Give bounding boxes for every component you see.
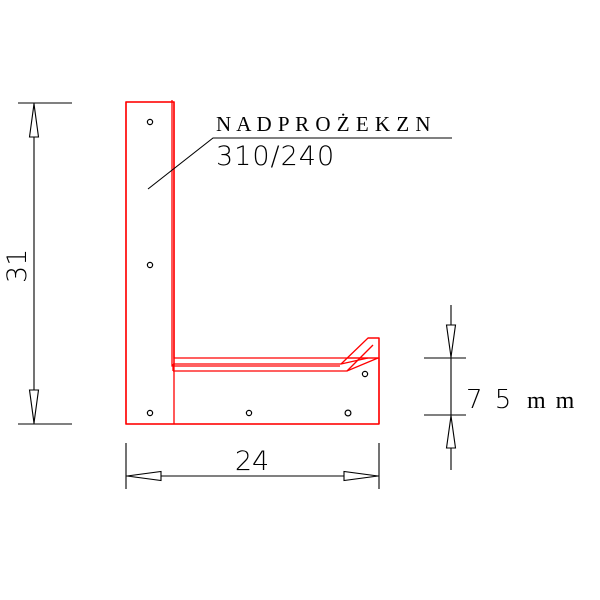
bolt-hole bbox=[146, 118, 154, 126]
part-title-label: N A D P R O Ż E K Z N bbox=[216, 112, 431, 136]
dimension-width-24: 24 bbox=[125, 443, 380, 489]
bolt-hole bbox=[344, 409, 352, 417]
lintel-inner-web-upper bbox=[173, 357, 369, 365]
part-code-label: 310/240 bbox=[216, 141, 335, 172]
lintel-inner-profile bbox=[171, 100, 340, 367]
bolt-hole bbox=[146, 409, 154, 417]
dim-width-arrow-right bbox=[343, 470, 379, 482]
dim-width-label: 24 bbox=[235, 446, 269, 477]
lintel-part-outline bbox=[125, 100, 380, 425]
bolt-hole bbox=[361, 370, 369, 378]
dim-height-label: 31 bbox=[2, 249, 33, 283]
dimension-thickness-75mm: 7 5 m m bbox=[424, 305, 576, 470]
bolt-hole-group bbox=[146, 118, 369, 417]
dim-thickness-arrow-bottom bbox=[445, 415, 457, 449]
dim-height-arrow-top bbox=[28, 103, 40, 138]
bolt-hole bbox=[245, 409, 253, 417]
title-leader-annotation: N A D P R O Ż E K Z N 310/240 bbox=[147, 112, 452, 190]
lintel-chamfer-slope-lower bbox=[346, 344, 374, 372]
bolt-hole bbox=[146, 261, 154, 269]
dim-thickness-arrow-top bbox=[445, 324, 457, 358]
dimension-height-31: 31 bbox=[2, 102, 72, 425]
dim-thickness-value-label: 7 5 bbox=[466, 385, 513, 415]
dim-thickness-unit-label: m m bbox=[527, 388, 576, 414]
dim-height-arrow-bottom bbox=[28, 389, 40, 424]
dim-width-arrow-left bbox=[126, 470, 162, 482]
leader-line bbox=[147, 137, 452, 190]
